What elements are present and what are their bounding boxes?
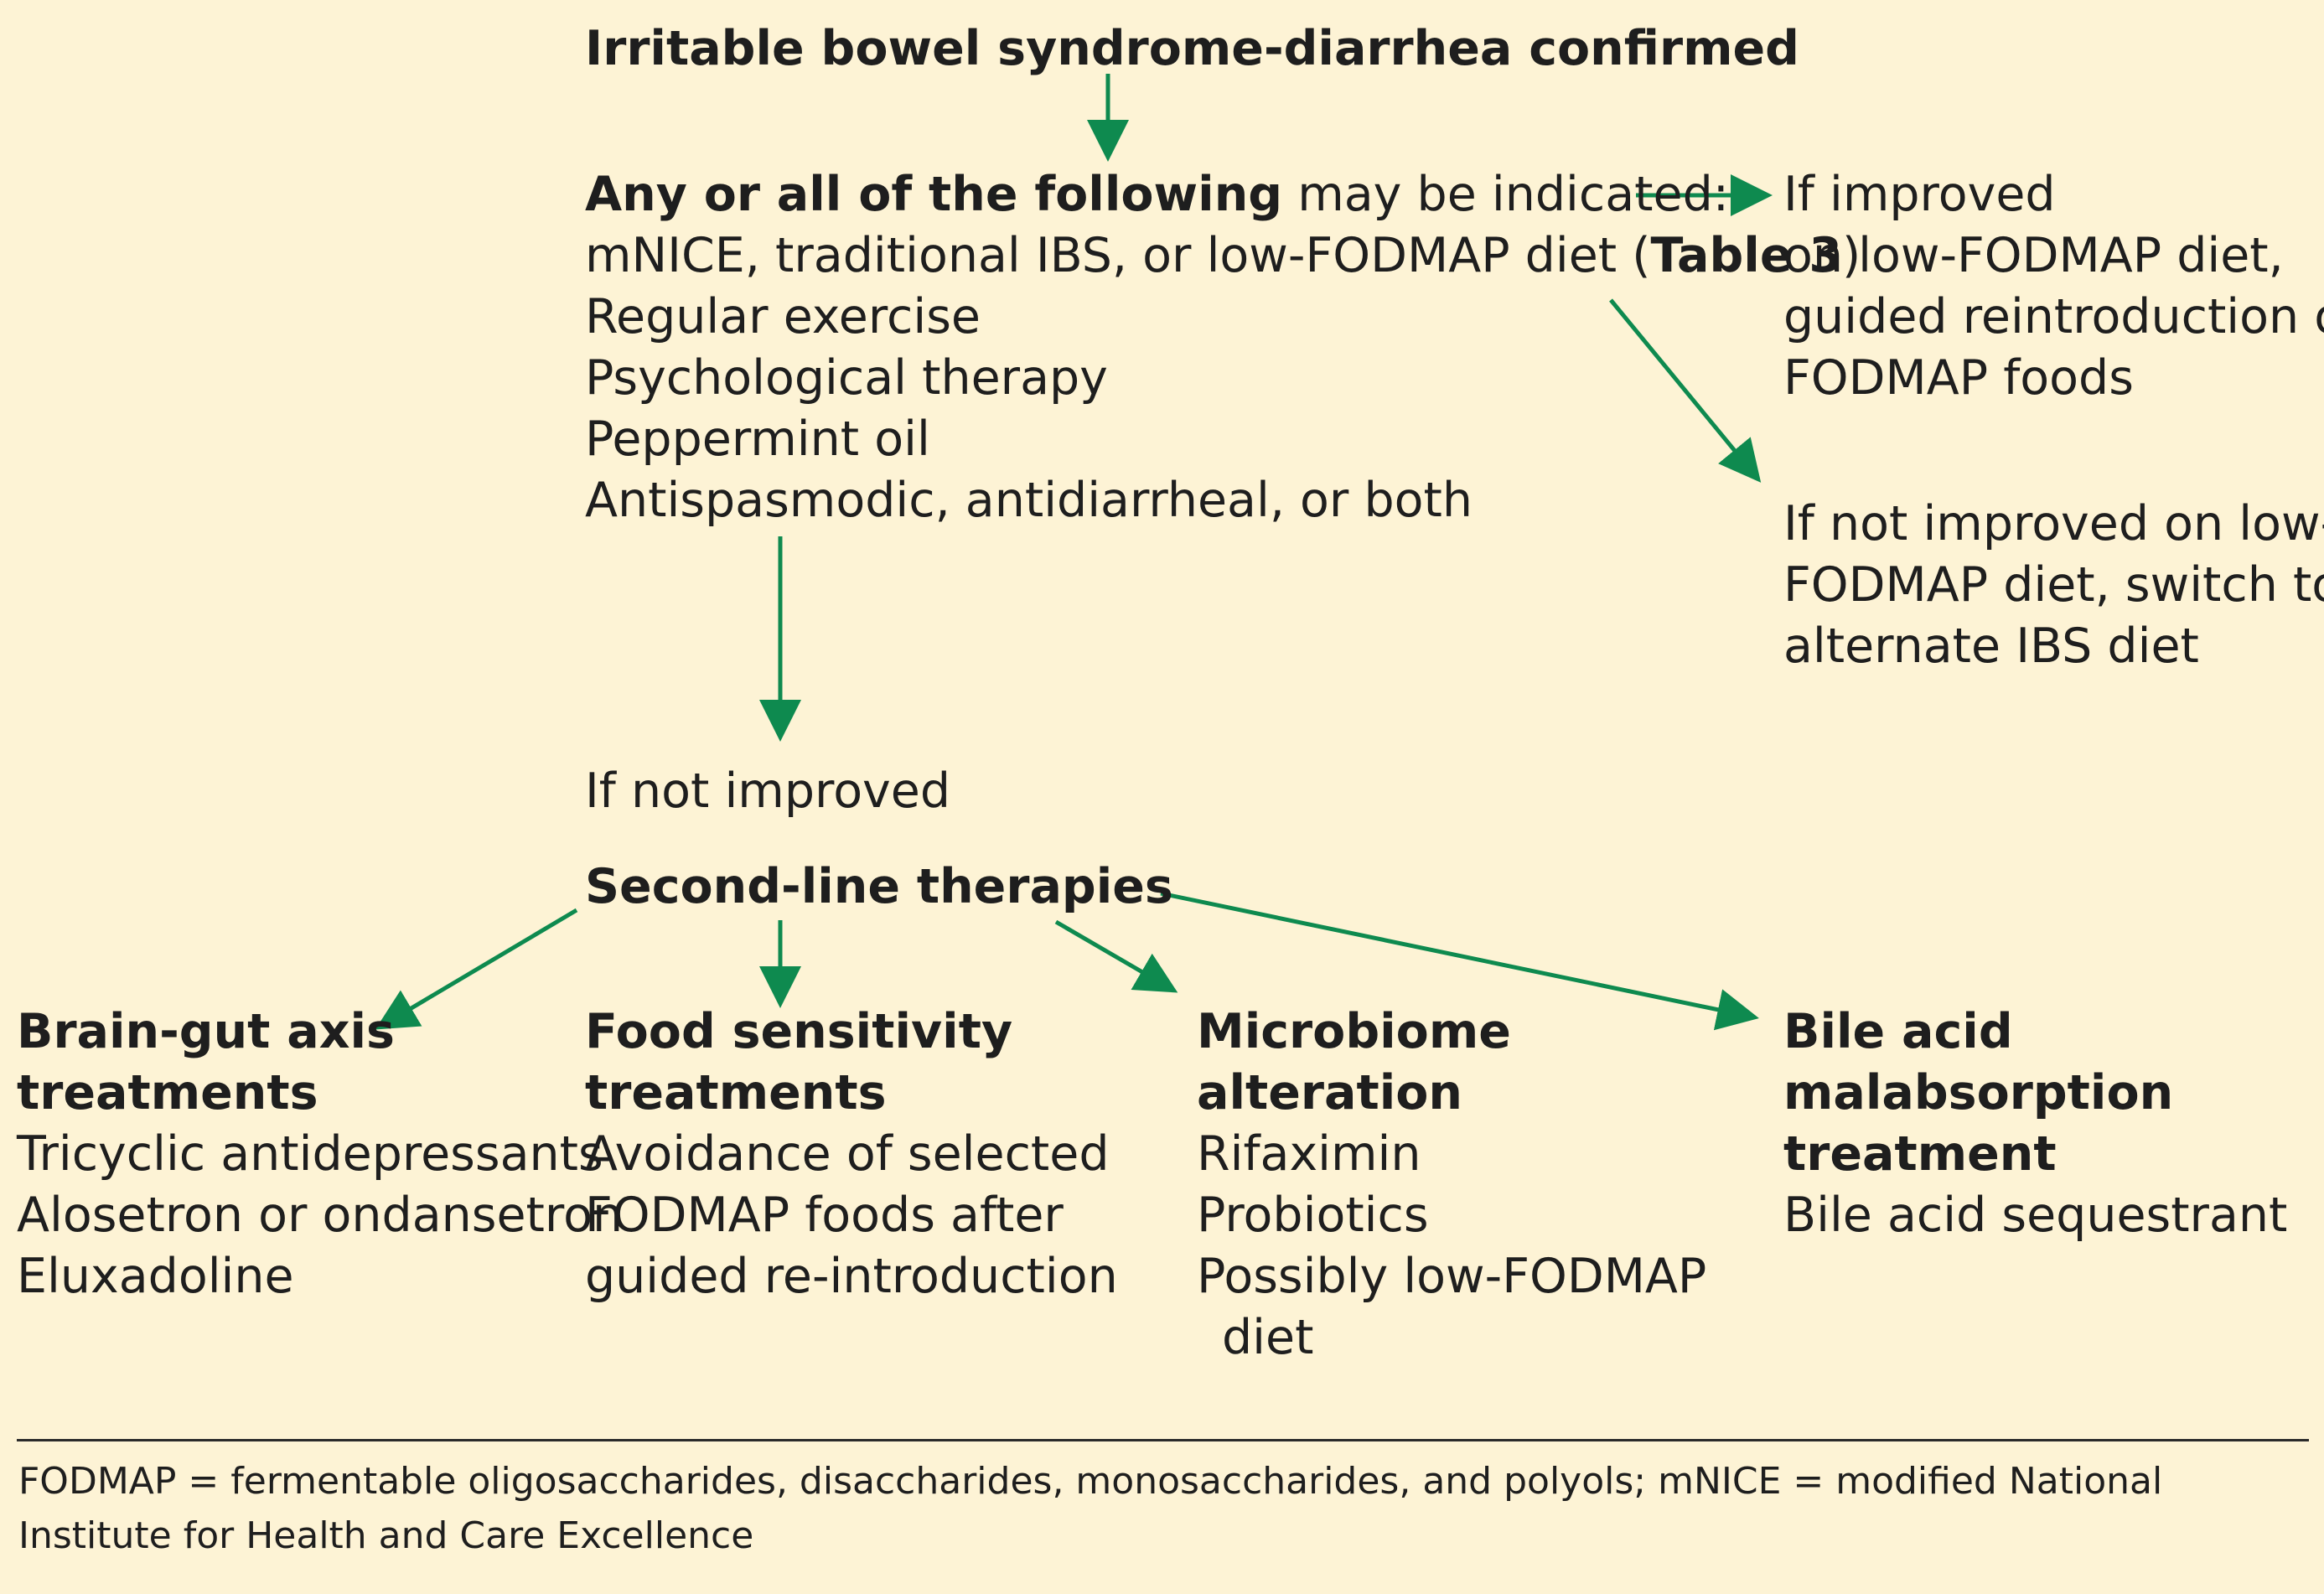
node-if-improved: If improved on low-FODMAP diet, guided r… (1783, 164, 2324, 409)
brain-gut-item: Alosetron or ondansetron (17, 1188, 624, 1243)
bile-acid-title: treatment (1783, 1126, 2057, 1182)
improved-line: on low-FODMAP diet, (1783, 228, 2284, 283)
footnote: FODMAP = fermentable oligosaccharides, d… (18, 1460, 2163, 1557)
node-brain-gut-axis: Brain-gut axis treatments Tricyclic anti… (17, 1001, 623, 1307)
node-title: Irritable bowel syndrome-diarrhea confir… (585, 21, 1799, 76)
microbiome-item: diet (1222, 1310, 1314, 1365)
first-line-lead-rest: may be indicated: (1282, 167, 1729, 222)
not-improved-diet-line: If not improved on low- (1783, 496, 2324, 551)
microbiome-title: alteration (1197, 1065, 1463, 1120)
node-microbiome-alteration: Microbiome alteration Rifaximin Probioti… (1197, 1001, 1706, 1369)
food-sensitivity-title: Food sensitivity (585, 1004, 1013, 1059)
table-reference: Table 3 (1650, 228, 1842, 283)
first-line-item: Peppermint oil (585, 411, 930, 467)
first-line-diet: mNICE, traditional IBS, or low-FODMAP di… (585, 225, 1861, 287)
node-food-sensitivity: Food sensitivity treatments Avoidance of… (585, 1001, 1118, 1307)
food-sensitivity-item: FODMAP foods after (585, 1188, 1064, 1243)
not-improved-label: If not improved (585, 763, 951, 819)
bile-acid-title: Bile acid (1783, 1004, 2013, 1059)
microbiome-item: Possibly low-FODMAP (1197, 1249, 1707, 1304)
node-first-line-options: Any or all of the following may be indic… (585, 164, 1861, 531)
arrow-second-line-to-bile-acid (1160, 891, 1759, 1031)
arrow-second-line-to-microbiome (1054, 919, 1178, 993)
node-bile-acid-malabsorption: Bile acid malabsorption treatment Bile a… (1783, 1001, 2287, 1246)
first-line-item: Psychological therapy (585, 350, 1108, 406)
brain-gut-title: Brain-gut axis (17, 1004, 395, 1059)
diet-text: mNICE, traditional IBS, or low-FODMAP di… (585, 228, 1651, 283)
first-line-lead-bold: Any or all of the following (585, 167, 1283, 222)
brain-gut-title: treatments (17, 1065, 318, 1120)
food-sensitivity-title: treatments (585, 1065, 887, 1120)
diet-close: ) (1842, 228, 1861, 283)
first-line-item: Antispasmodic, antidiarrheal, or both (585, 473, 1473, 528)
first-line-item: Regular exercise (585, 289, 981, 344)
node-second-line-therapies: Second-line therapies (585, 857, 1173, 918)
improved-line: guided reintroduction of (1783, 289, 2324, 344)
improved-line: FODMAP foods (1783, 350, 2134, 406)
brain-gut-item: Tricyclic antidepressants (17, 1126, 603, 1182)
node-ibs-d-confirmed: Irritable bowel syndrome-diarrhea confir… (585, 18, 1799, 80)
food-sensitivity-item: guided re-introduction (585, 1249, 1118, 1304)
microbiome-item: Probiotics (1197, 1188, 1429, 1243)
bile-acid-item: Bile acid sequestrant (1783, 1188, 2288, 1243)
microbiome-item: Rifaximin (1197, 1126, 1421, 1182)
not-improved-diet-line: alternate IBS diet (1783, 618, 2199, 674)
improved-line: If improved (1783, 167, 2056, 222)
node-if-not-improved: If not improved (585, 761, 950, 822)
node-if-not-improved-diet: If not improved on low- FODMAP diet, swi… (1783, 494, 2324, 677)
brain-gut-item: Eluxadoline (17, 1249, 294, 1304)
second-line-title: Second-line therapies (585, 859, 1173, 914)
first-line-lead: Any or all of the following may be indic… (585, 164, 1861, 225)
footnote-divider (17, 1439, 2309, 1441)
bile-acid-title: malabsorption (1783, 1065, 2174, 1120)
not-improved-diet-line: FODMAP diet, switch to (1783, 557, 2324, 613)
food-sensitivity-item: Avoidance of selected (585, 1126, 1110, 1182)
microbiome-title: Microbiome (1197, 1004, 1511, 1059)
